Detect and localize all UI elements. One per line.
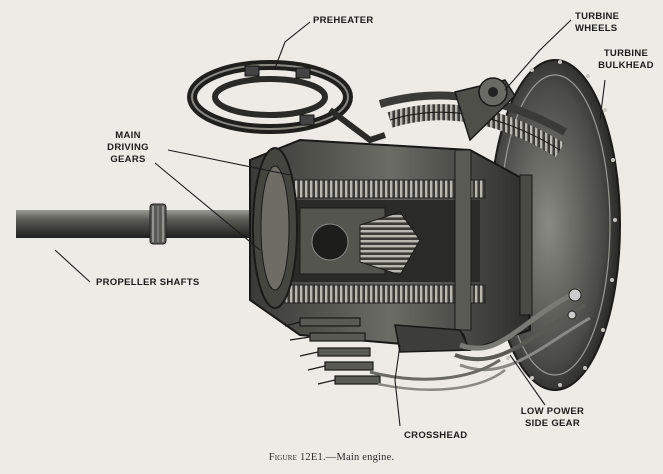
figure-title: —Main engine. bbox=[325, 452, 395, 463]
label-propeller-shafts: PROPELLER SHAFTS bbox=[96, 277, 200, 288]
leader-crosshead bbox=[394, 344, 401, 427]
label-turbine-bulkhead: TURBINE BULKHEAD bbox=[598, 48, 654, 71]
label-main-driving-gears: MAIN DRIVING GEARS bbox=[107, 130, 149, 165]
leader-turbine-wheels bbox=[504, 19, 572, 91]
leader-preheater bbox=[274, 21, 311, 69]
valve-cluster bbox=[284, 317, 506, 391]
leader-side-gear bbox=[509, 354, 546, 406]
leader-propeller bbox=[54, 249, 91, 283]
leader-gears-1 bbox=[167, 149, 291, 176]
bevel-gear bbox=[359, 211, 421, 276]
side-gear-piping bbox=[459, 287, 582, 351]
figure-label: Figure 12E1. bbox=[268, 452, 326, 463]
label-preheater: PREHEATER bbox=[313, 15, 374, 26]
propeller-shaft bbox=[16, 210, 266, 238]
figure-caption: Figure 12E1.—Main engine. bbox=[0, 452, 663, 463]
leader-turbine-bulkhead bbox=[599, 79, 606, 121]
leader-lines bbox=[54, 19, 606, 427]
leader-gears-2 bbox=[154, 162, 261, 251]
label-turbine-wheels: TURBINE WHEELS bbox=[575, 11, 620, 34]
label-crosshead: CROSSHEAD bbox=[404, 430, 468, 441]
label-low-power-side-gear: LOW POWER SIDE GEAR bbox=[520, 406, 585, 429]
